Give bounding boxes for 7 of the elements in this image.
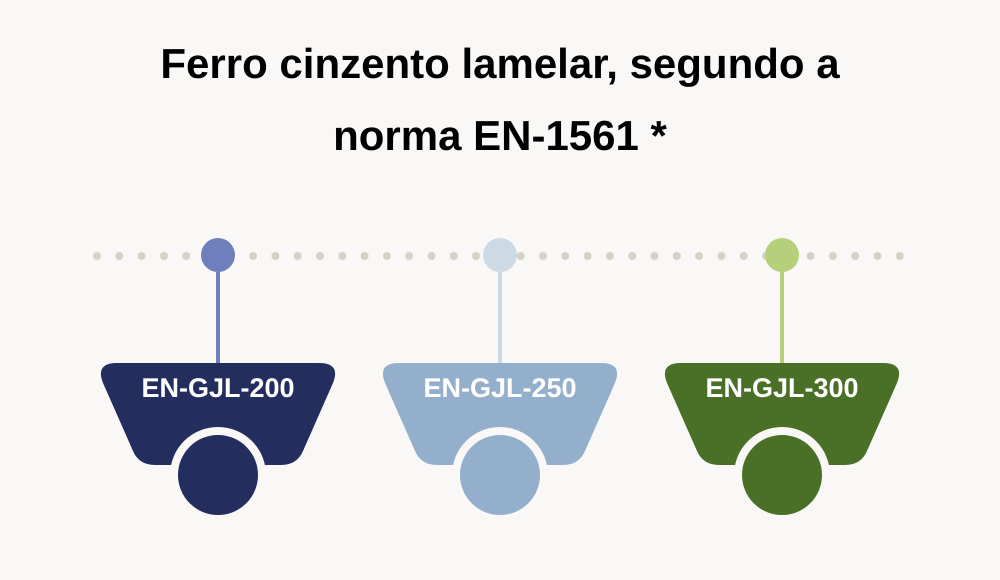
badge-label: EN-GJL-300 — [705, 372, 859, 405]
badge-label: EN-GJL-250 — [423, 372, 577, 405]
badge-label: EN-GJL-200 — [141, 372, 295, 405]
connector-line — [780, 272, 784, 363]
connector-line — [216, 272, 220, 363]
connector-line — [498, 272, 502, 363]
title: Ferro cinzento lamelar, segundo a norma EN-1561 * — [159, 39, 841, 161]
